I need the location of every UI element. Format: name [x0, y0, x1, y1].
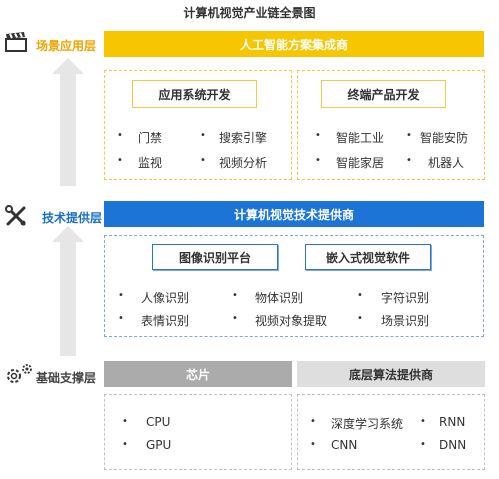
tech-item: 场景识别: [381, 314, 430, 328]
bullet: •: [118, 313, 124, 324]
bullet: •: [200, 130, 206, 141]
bullet: •: [232, 290, 238, 301]
tools-icon: [4, 204, 28, 232]
scene-layer-label: 场景应用层: [36, 39, 97, 53]
algorithm-item: RNN: [439, 415, 466, 429]
app-system-box: 应用系统开发: [132, 80, 257, 108]
scene-left-item: 监视: [138, 156, 163, 170]
terminal-product-box: 终端产品开发: [321, 80, 446, 108]
tech-item: 视频对象提取: [255, 314, 328, 328]
bullet: •: [117, 155, 123, 166]
scene-left-panel: [104, 70, 292, 180]
scene-left-item: 门禁: [138, 131, 163, 145]
chip-item: GPU: [146, 438, 172, 452]
arrow-up-icon: [52, 58, 84, 186]
bullet: •: [406, 155, 412, 166]
embedded-vision-box: 嵌入式视觉软件: [305, 244, 431, 270]
bullet: •: [357, 313, 363, 324]
bullet: •: [357, 290, 363, 301]
chip-item: CPU: [146, 415, 171, 429]
tech-item: 表情识别: [141, 314, 190, 328]
clapperboard-icon: [4, 31, 28, 57]
bullet: •: [315, 130, 321, 141]
bullet: •: [118, 290, 124, 301]
bullet: •: [310, 439, 316, 450]
chip-panel: [104, 394, 292, 470]
chip-bar: 芯片: [104, 361, 292, 387]
bullet: •: [406, 130, 412, 141]
scene-right-item: 智能家居: [336, 156, 385, 170]
algorithm-panel: [297, 394, 485, 470]
tech-item: 物体识别: [255, 291, 304, 305]
scene-right-item: 智能工业: [336, 131, 385, 145]
page-title: 计算机视觉产业链全景图: [183, 6, 316, 20]
scene-right-item: 机器人: [428, 156, 465, 170]
algorithm-bar: 底层算法提供商: [297, 361, 485, 387]
algorithm-item: 深度学习系统: [331, 417, 404, 431]
base-layer-label: 基础支撑层: [36, 371, 97, 385]
bullet: •: [122, 416, 128, 427]
bullet: •: [122, 439, 128, 450]
scene-right-item: 智能安防: [420, 131, 469, 145]
tech-layer-label: 技术提供层: [42, 211, 103, 225]
bullet: •: [315, 155, 321, 166]
scene-left-item: 搜索引擎: [219, 131, 268, 145]
bullet: •: [200, 155, 206, 166]
image-recognition-box: 图像识别平台: [152, 244, 278, 270]
bullet: •: [420, 439, 426, 450]
algorithm-item: DNN: [439, 438, 467, 452]
scene-bar: 人工智能方案集成商: [104, 31, 484, 57]
bullet: •: [232, 313, 238, 324]
bullet: •: [310, 416, 316, 427]
arrow-up-icon: [52, 226, 84, 356]
bullet: •: [420, 416, 426, 427]
scene-right-panel: [297, 70, 485, 180]
bullet: •: [117, 130, 123, 141]
scene-left-item: 视频分析: [219, 156, 268, 170]
algorithm-item: CNN: [331, 438, 358, 452]
tech-bar: 计算机视觉技术提供商: [104, 201, 484, 227]
gears-icon: [4, 362, 34, 390]
tech-panel: [104, 235, 484, 337]
tech-item: 人像识别: [141, 291, 190, 305]
tech-item: 字符识别: [381, 291, 430, 305]
